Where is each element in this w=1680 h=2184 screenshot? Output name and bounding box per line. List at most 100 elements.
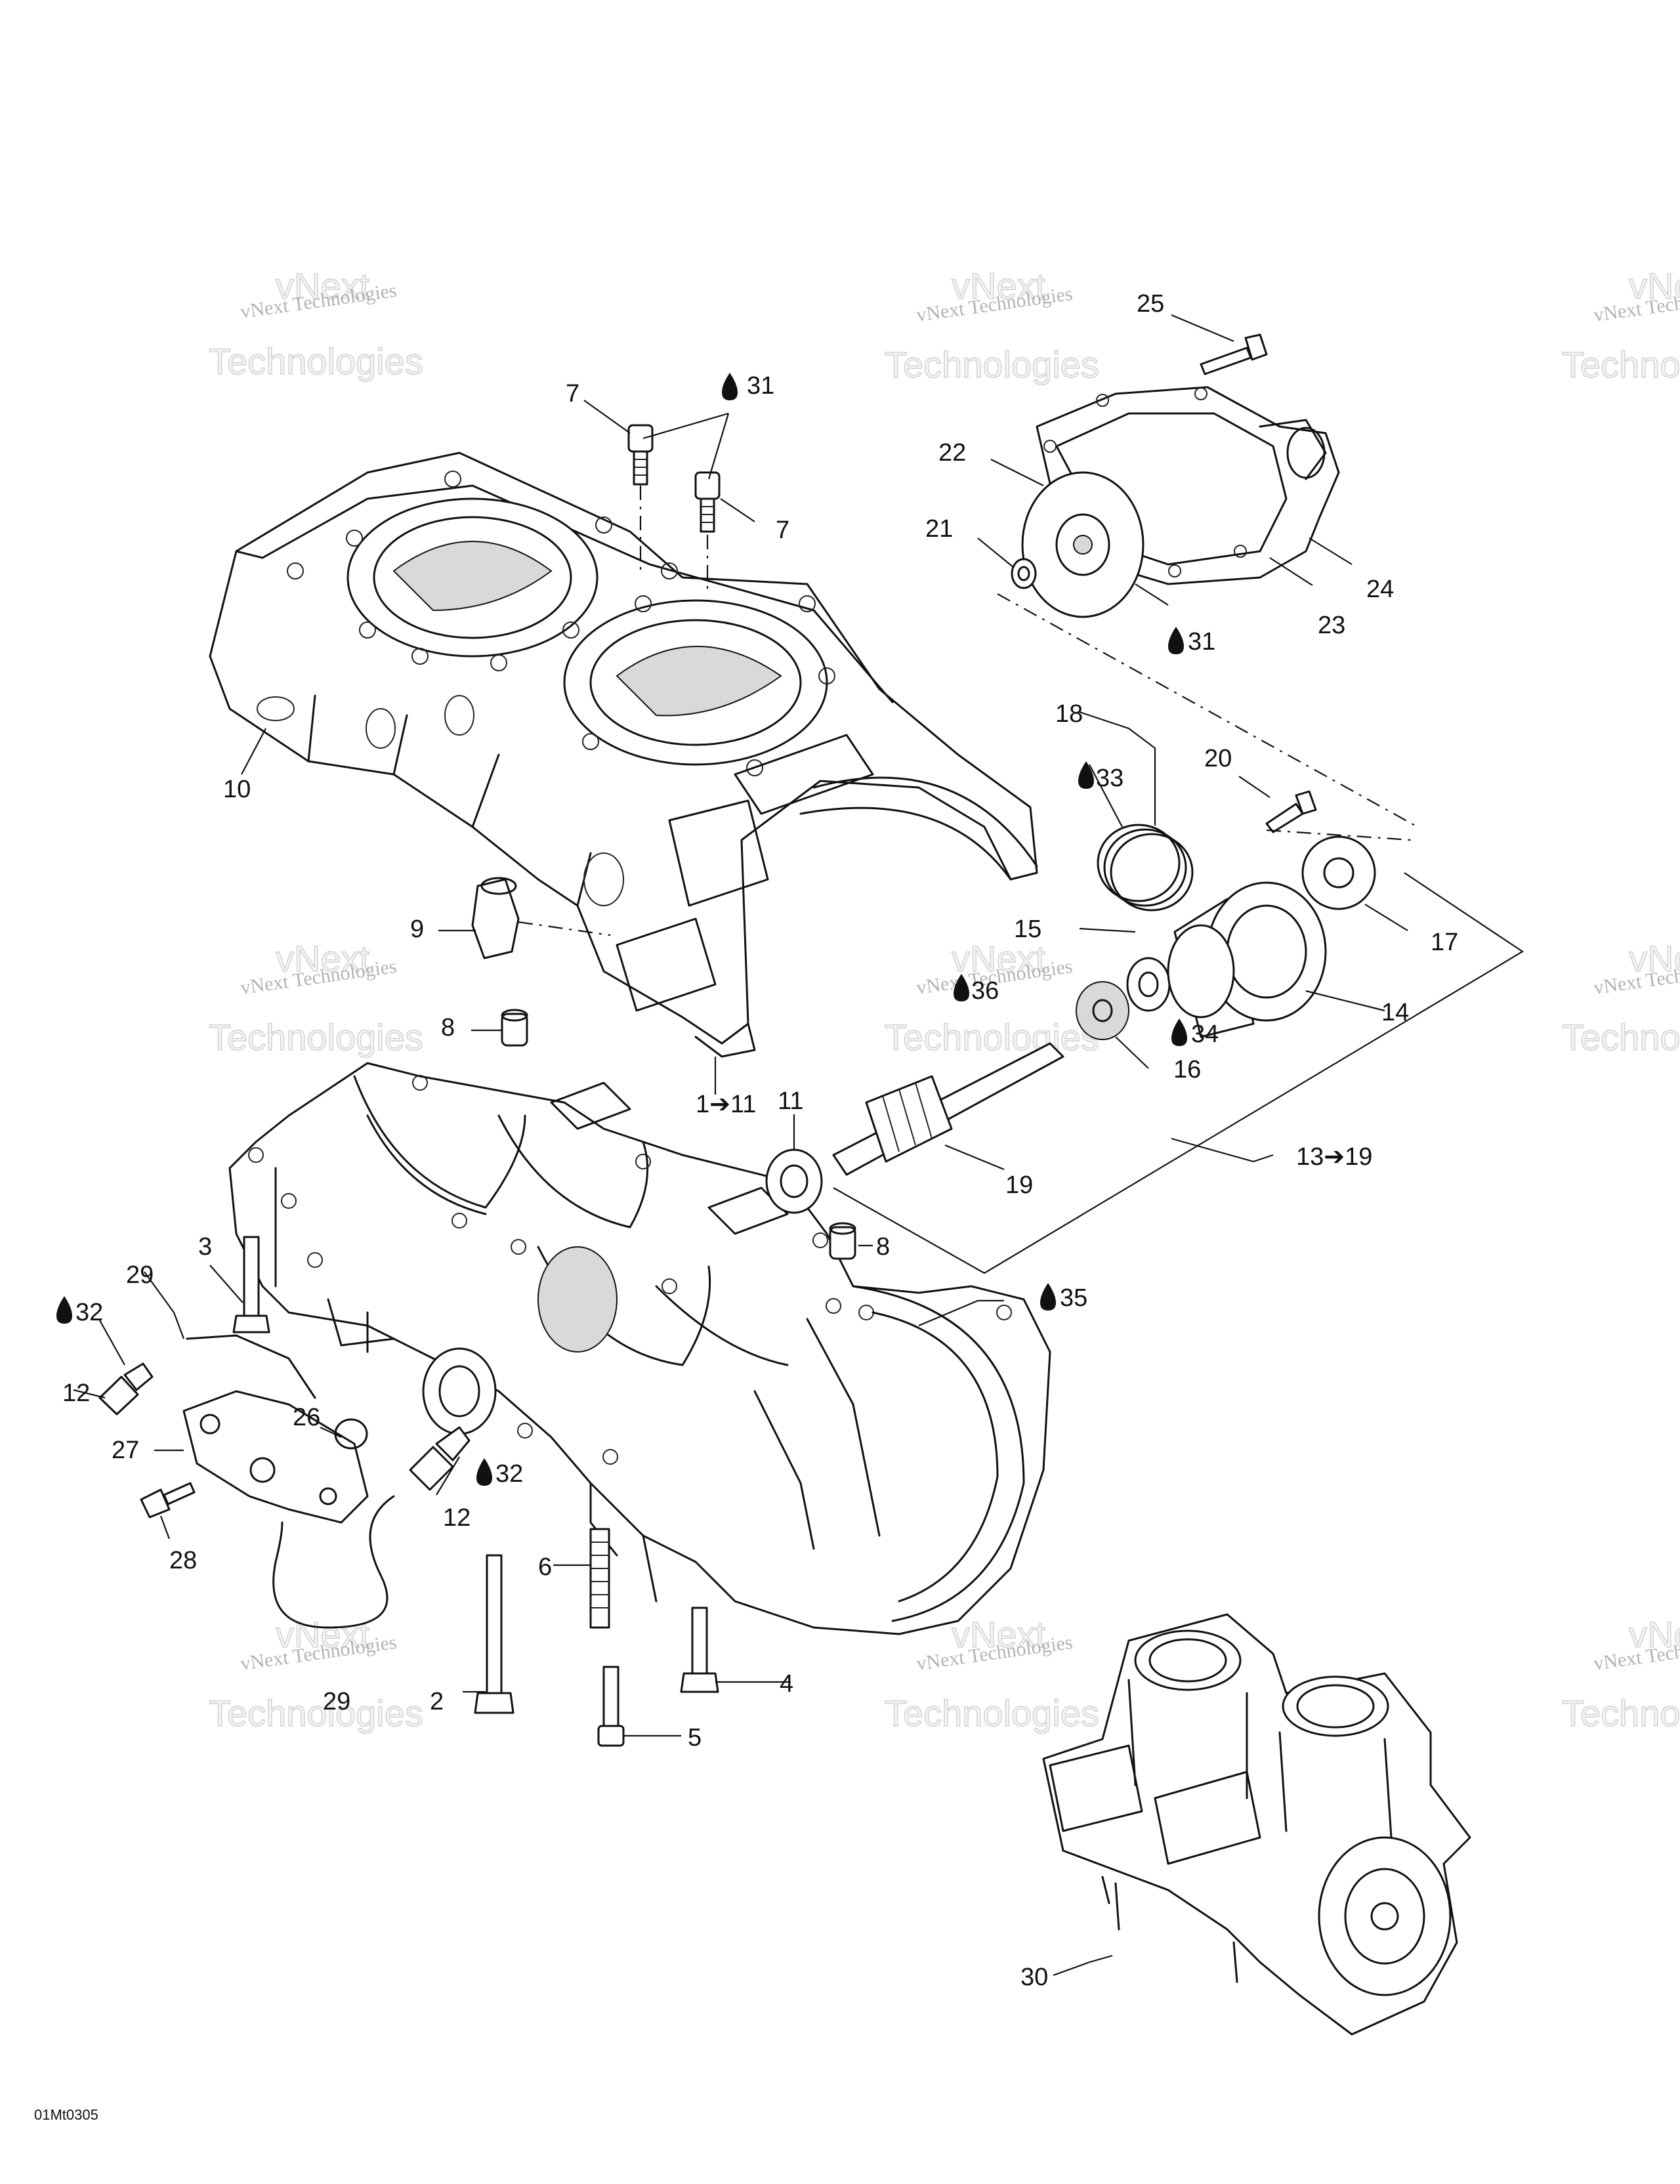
callout-7-a: 7 [566, 380, 579, 408]
watermark-8: Technologies vNext vNext Technologies [884, 1613, 1099, 1734]
callout-31-a: 31 [747, 372, 774, 400]
callout-11: 11 [778, 1087, 803, 1115]
svg-text:vNext: vNext [276, 265, 370, 306]
screw-25 [1200, 333, 1268, 375]
callout-6: 6 [538, 1553, 552, 1581]
callout-29-a: 29 [126, 1261, 154, 1289]
watermark-6: Technologies vNext vNext Technologies [1561, 937, 1680, 1059]
watermark-9: Technologies vNext vNext Technologies [1561, 1613, 1680, 1734]
bolt-3 [232, 1236, 270, 1334]
callout-30: 30 [1020, 1964, 1048, 1991]
seal-17 [1301, 835, 1376, 910]
spring-18 [1097, 824, 1194, 912]
screw-7-a [627, 424, 654, 486]
watermark-4: Technologies vNext vNext Technologies [208, 937, 423, 1059]
bearing-16 [1076, 981, 1129, 1040]
seal-9 [471, 877, 520, 959]
callout-15: 15 [1014, 915, 1041, 943]
fitting-12-a [98, 1362, 154, 1416]
screw-7-b [694, 471, 721, 533]
callout-32-a: 32 [75, 1299, 103, 1326]
oil-drop-icon [954, 974, 969, 1001]
svg-text:Technologies: Technologies [209, 341, 423, 382]
oil-drop-icon [56, 1296, 72, 1324]
callout-1-11: 1➔11 [696, 1091, 756, 1118]
callout-18: 18 [1055, 700, 1083, 728]
callout-12-a: 12 [62, 1379, 90, 1407]
seal-15 [1126, 957, 1171, 1012]
callout-32-b: 32 [495, 1460, 523, 1488]
watermark-7: Technologies vNext vNext Technologies [208, 1613, 423, 1734]
watermark-3: Technologies vNext vNext Technologies [1561, 264, 1680, 386]
svg-text:Technologies: Technologies [885, 344, 1099, 385]
callout-21: 21 [925, 515, 953, 543]
fitting-12-b [409, 1426, 471, 1491]
svg-text:Technologies: Technologies [1562, 344, 1680, 385]
callout-33: 33 [1096, 765, 1124, 792]
callout-5: 5 [688, 1724, 702, 1752]
oil-drop-icon [722, 373, 738, 400]
svg-text:vNext: vNext [952, 265, 1046, 306]
watermark-2: Technologies vNext vNext Technologies [884, 264, 1099, 386]
oil-drop-icon [1078, 761, 1094, 789]
svg-text:vNext: vNext [1629, 1614, 1680, 1655]
callout-25: 25 [1137, 290, 1164, 318]
dowel-8-a [501, 1009, 528, 1047]
callout-16: 16 [1173, 1056, 1201, 1083]
bolt-4 [680, 1606, 719, 1693]
callout-3: 3 [198, 1233, 212, 1261]
oil-drop-icon [476, 1458, 492, 1486]
callout-24: 24 [1366, 576, 1394, 603]
callout-7-b: 7 [776, 516, 789, 544]
svg-text:vNext: vNext [952, 1614, 1046, 1655]
callout-2: 2 [430, 1688, 444, 1715]
svg-text:Technologies: Technologies [885, 1692, 1099, 1734]
svg-text:vNext: vNext [1629, 938, 1680, 979]
bearing-11 [765, 1148, 823, 1214]
callout-8-b: 8 [876, 1233, 890, 1261]
callout-29-b: 29 [323, 1688, 350, 1715]
callout-31-b: 31 [1188, 628, 1215, 656]
callout-28: 28 [169, 1547, 197, 1574]
pump-housing-14 [1167, 881, 1327, 1038]
drive-shaft-19 [832, 1042, 1064, 1176]
svg-text:Technologies: Technologies [209, 1017, 423, 1058]
svg-text:vNext: vNext [952, 938, 1046, 979]
callout-labels: 1➔11 2 3 4 5 6 7 7 8 8 9 10 11 12 12 13➔… [62, 290, 1458, 1991]
callout-4: 4 [780, 1670, 793, 1698]
watermark-5: Technologies vNext vNext Technologies [884, 937, 1099, 1059]
svg-text:Technologies: Technologies [1562, 1017, 1680, 1058]
hose-29 [186, 1334, 395, 1629]
screw-28 [140, 1482, 196, 1519]
callout-12-b: 12 [443, 1504, 471, 1532]
oil-drop-icon [1040, 1283, 1056, 1311]
watermark-1: Technologies vNext vNext Technologies [208, 264, 423, 383]
callout-14: 14 [1381, 999, 1409, 1026]
callout-34: 34 [1191, 1020, 1219, 1048]
svg-text:Technologies: Technologies [885, 1017, 1099, 1058]
callout-19: 19 [1005, 1171, 1033, 1199]
callout-23: 23 [1318, 612, 1345, 639]
callout-36: 36 [971, 977, 999, 1005]
stud-6 [589, 1528, 610, 1629]
svg-text:vNext: vNext [1629, 265, 1680, 306]
callout-20: 20 [1204, 745, 1232, 772]
svg-text:Technologies: Technologies [209, 1692, 423, 1734]
screw-20 [1265, 790, 1317, 833]
water-pump-cover-22 [1021, 471, 1144, 618]
oil-drop-icon [1168, 627, 1184, 654]
callout-27: 27 [112, 1437, 139, 1464]
svg-text:Technologies: Technologies [1562, 1692, 1680, 1734]
bolt-2 [474, 1554, 514, 1714]
svg-text:vNext: vNext [276, 1614, 370, 1655]
callout-13-19: 13➔19 [1296, 1143, 1372, 1171]
callout-17: 17 [1431, 929, 1458, 956]
leader-lines [73, 314, 1524, 1977]
lower-crankcase [228, 1062, 1051, 1635]
callout-8-a: 8 [441, 1014, 455, 1041]
callout-35: 35 [1060, 1284, 1087, 1312]
callout-9: 9 [410, 915, 424, 943]
o-ring-21 [1011, 558, 1037, 589]
dowel-8-b [829, 1222, 856, 1260]
